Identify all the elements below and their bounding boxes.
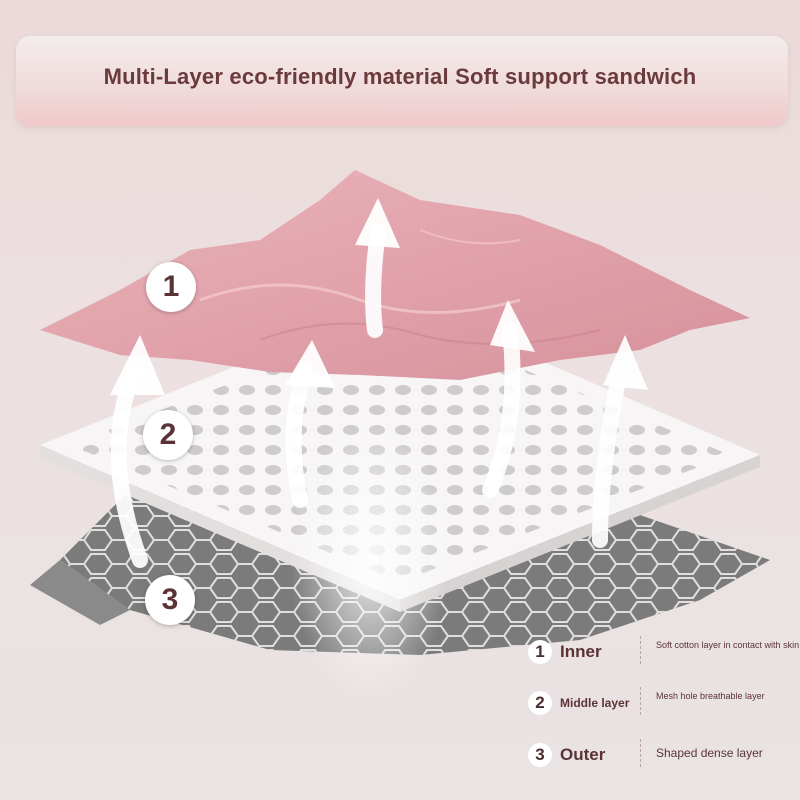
legend-number: 2 [528,691,552,715]
layer-marker-3: 3 [145,575,195,625]
arrow-head-icon [603,335,648,390]
legend-divider [640,687,641,715]
legend-description: Shaped dense layer [656,746,763,760]
arrow-head-icon [490,300,535,352]
legend-label: Outer [560,745,606,764]
legend-divider [640,636,641,664]
layer-marker-1: 1 [146,262,196,312]
inner-layer-fabric [40,170,750,380]
arrow-head-icon [355,198,400,248]
legend-label: Inner [560,642,602,661]
legend-number: 3 [528,743,552,767]
page-title: Multi-Layer eco-friendly material Soft s… [103,64,697,89]
legend-number: 1 [528,640,552,664]
airflow-glow [290,420,450,700]
title-banner [16,36,788,126]
arrow-head-icon [110,335,165,395]
legend-description: Soft cotton layer in contact with skin [656,640,800,650]
legend-label: Middle layer [560,696,630,710]
legend-divider [640,739,641,767]
layer-marker-2: 2 [143,410,193,460]
arrow-head-icon [285,340,335,388]
legend-description: Mesh hole breathable layer [656,691,765,701]
